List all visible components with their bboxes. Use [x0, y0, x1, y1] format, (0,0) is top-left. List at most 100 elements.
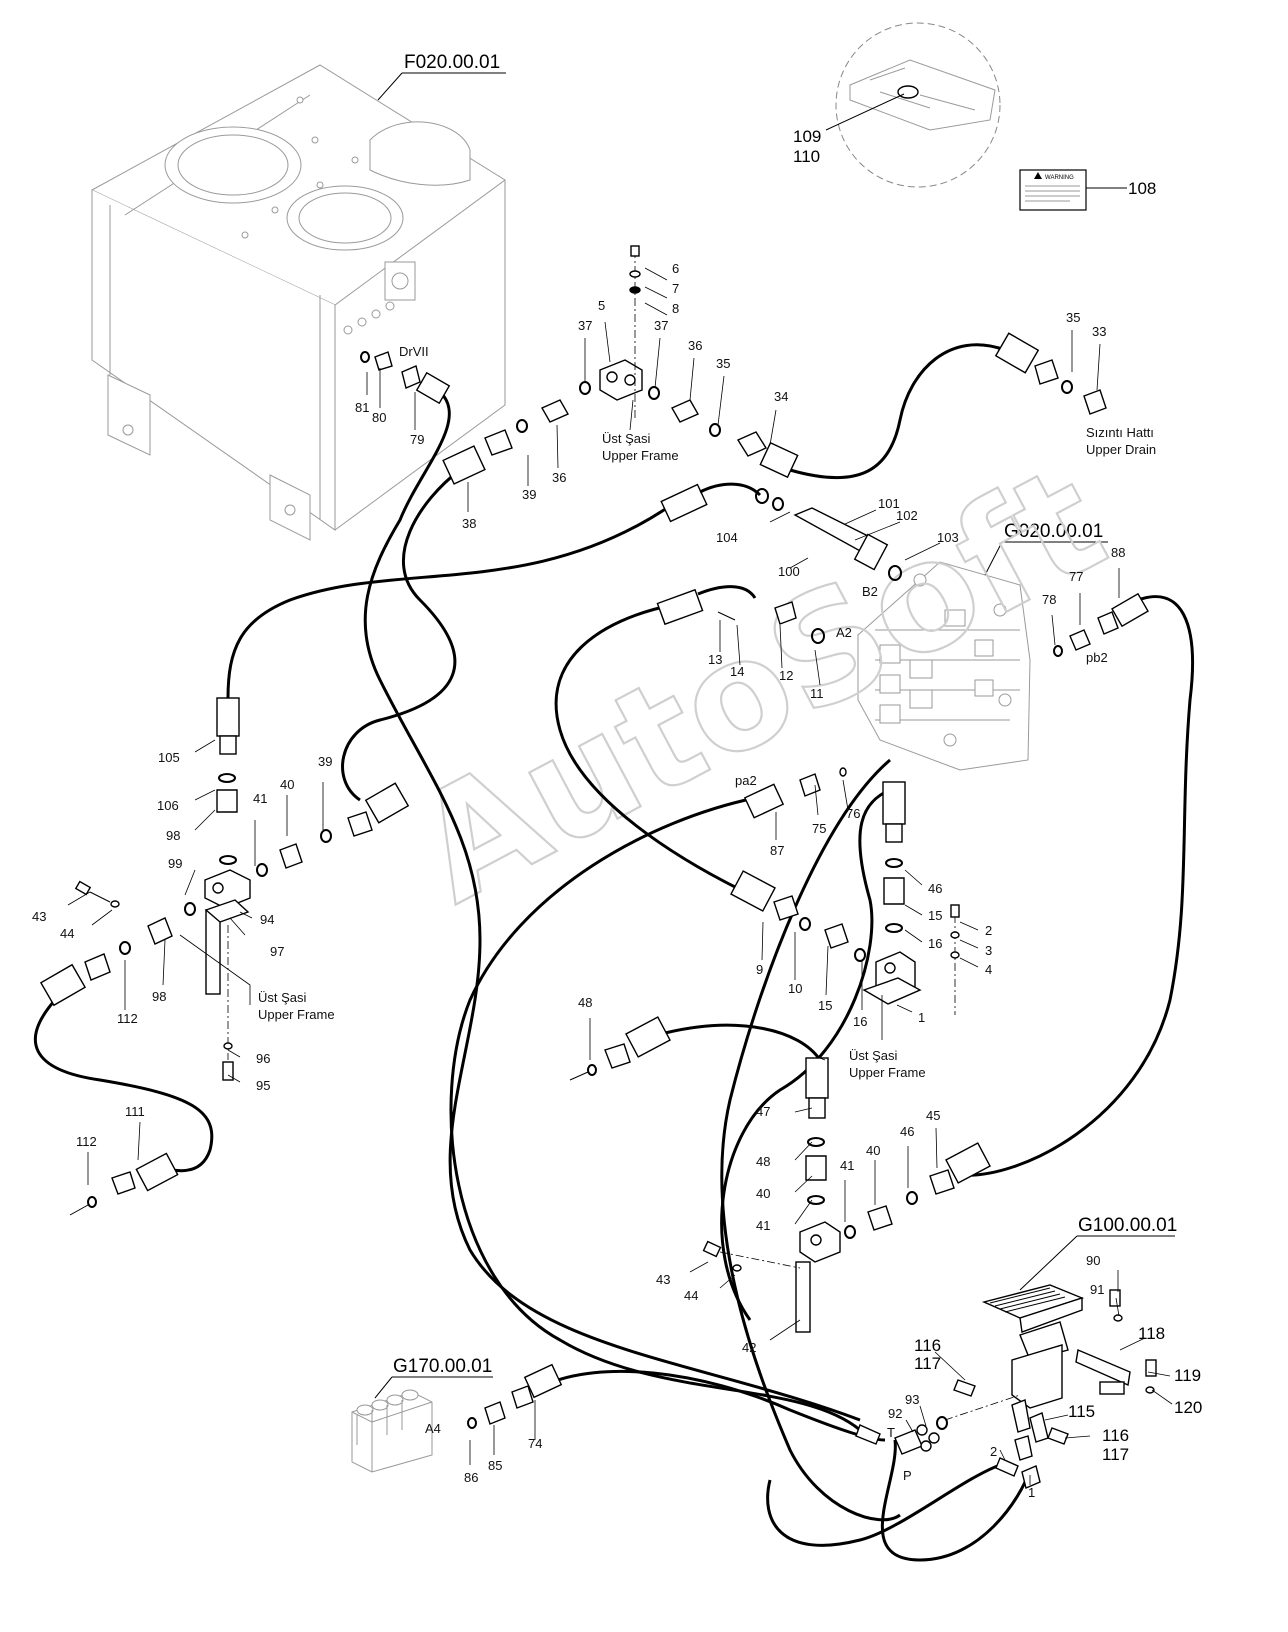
callout-96: 96 — [256, 1051, 270, 1066]
note-drain-en: Upper Drain — [1086, 442, 1156, 457]
callout-85: 85 — [488, 1458, 502, 1473]
callout-38: 38 — [462, 516, 476, 531]
hose-38 — [341, 468, 461, 802]
note-upper-frame-2-tr: Üst Şasi — [258, 990, 307, 1005]
valve-reference-label: G020.00.01 — [1004, 521, 1103, 542]
callout-44b: 44 — [684, 1288, 698, 1303]
callout-1a: 1 — [918, 1010, 925, 1025]
callout-41c: 41 — [840, 1158, 854, 1173]
callout-46a: 46 — [928, 881, 942, 896]
callout-92: 92 — [888, 1406, 902, 1421]
callout-97: 97 — [270, 944, 284, 959]
callout-102: 102 — [896, 508, 918, 523]
callout-78: 78 — [1042, 592, 1056, 607]
port-a4: A4 — [425, 1421, 441, 1436]
port-t: T — [887, 1425, 895, 1440]
callout-112a: 112 — [117, 1011, 138, 1026]
callout-16a: 16 — [928, 936, 942, 951]
port-b2: B2 — [862, 584, 878, 599]
fittings — [39, 245, 1157, 1489]
block-reference-label: G170.00.01 — [393, 1356, 492, 1377]
callout-43b: 43 — [656, 1272, 670, 1287]
pipe-100 — [793, 507, 874, 553]
hose-34 — [789, 343, 1006, 480]
port-pa2: pa2 — [735, 773, 757, 788]
valve-reference: G020.00.01 — [984, 521, 1108, 576]
pedal-reference-label: G100.00.01 — [1078, 1215, 1177, 1236]
callout-41b: 41 — [756, 1218, 770, 1233]
callout-45: 45 — [926, 1108, 940, 1123]
note-upper-frame-2-en: Upper Frame — [258, 1007, 335, 1022]
distribution-block — [351, 1389, 433, 1473]
callout-35a: 35 — [716, 356, 730, 371]
hose-111 — [33, 999, 214, 1173]
callout-40a: 40 — [280, 777, 294, 792]
callout-116a: 116 — [914, 1336, 941, 1355]
callout-87: 87 — [770, 843, 784, 858]
callout-100: 100 — [778, 564, 800, 579]
callout-41a: 41 — [253, 791, 267, 806]
hose-105 — [226, 504, 671, 699]
callout-98a: 98 — [166, 828, 180, 843]
callout-105: 105 — [158, 750, 180, 765]
hydraulic-tank — [90, 64, 506, 541]
callout-42: 42 — [742, 1340, 756, 1355]
port-drvii: DrVII — [399, 344, 429, 359]
port-pb2: pb2 — [1086, 650, 1108, 665]
callout-11: 11 — [810, 686, 824, 701]
callout-12: 12 — [779, 668, 793, 683]
block-reference: G170.00.01 — [374, 1356, 493, 1399]
callout-46b: 46 — [900, 1124, 914, 1139]
callout-79: 79 — [410, 432, 424, 447]
tank-reference: F020.00.01 — [377, 52, 506, 101]
hose-48 — [664, 1023, 822, 1061]
callout-numbers: 6 7 8 5 37 37 36 35 34 35 33 81 80 79 38… — [32, 261, 1202, 1500]
callout-120: 120 — [1174, 1398, 1202, 1417]
hose-pedal-P — [880, 1439, 1032, 1562]
warning-sticker: WARNING 108 — [1019, 169, 1156, 211]
hose-88 — [959, 595, 1195, 1177]
callout-80: 80 — [372, 410, 386, 425]
callout-2b: 2 — [990, 1444, 997, 1459]
leader-lines — [67, 267, 1173, 1485]
callout-99: 99 — [168, 856, 182, 871]
callout-43a: 43 — [32, 909, 46, 924]
note-drain-tr: Sızıntı Hattı — [1086, 425, 1154, 440]
callout-118: 118 — [1138, 1324, 1165, 1343]
control-valve — [857, 561, 1031, 771]
callout-106: 106 — [157, 798, 179, 813]
callout-74: 74 — [528, 1436, 542, 1451]
pedal-valve — [981, 1284, 1131, 1409]
callout-90: 90 — [1086, 1253, 1100, 1268]
callout-1b: 1 — [1028, 1485, 1035, 1500]
callout-13: 13 — [708, 652, 722, 667]
callout-98b: 98 — [152, 989, 166, 1004]
hose-79 — [363, 390, 861, 1422]
callout-88: 88 — [1111, 545, 1125, 560]
callout-14: 14 — [730, 664, 744, 679]
callout-77: 77 — [1069, 569, 1083, 584]
callout-75: 75 — [812, 821, 826, 836]
callout-112b: 112 — [76, 1134, 97, 1149]
callout-2a: 2 — [985, 923, 992, 938]
callout-36a: 36 — [688, 338, 702, 353]
tank-reference-label: F020.00.01 — [404, 52, 500, 73]
port-a2: A2 — [836, 625, 852, 640]
callout-95: 95 — [256, 1078, 270, 1093]
callout-48b: 48 — [756, 1154, 770, 1169]
callout-81: 81 — [355, 400, 369, 415]
port-p: P — [903, 1468, 912, 1483]
warning-sticker-title: WARNING — [1045, 175, 1074, 181]
callout-91: 91 — [1090, 1282, 1104, 1297]
hose-pedal-T — [720, 758, 901, 1522]
note-upper-frame-1-en: Upper Frame — [602, 448, 679, 463]
callout-36b: 36 — [552, 470, 566, 485]
callout-35b: 35 — [1066, 310, 1080, 325]
callout-9: 9 — [756, 962, 763, 977]
callout-39b: 39 — [318, 754, 332, 769]
callout-117b: 117 — [1102, 1445, 1129, 1464]
callout-44a: 44 — [60, 926, 74, 941]
callout-15b: 15 — [818, 998, 832, 1013]
